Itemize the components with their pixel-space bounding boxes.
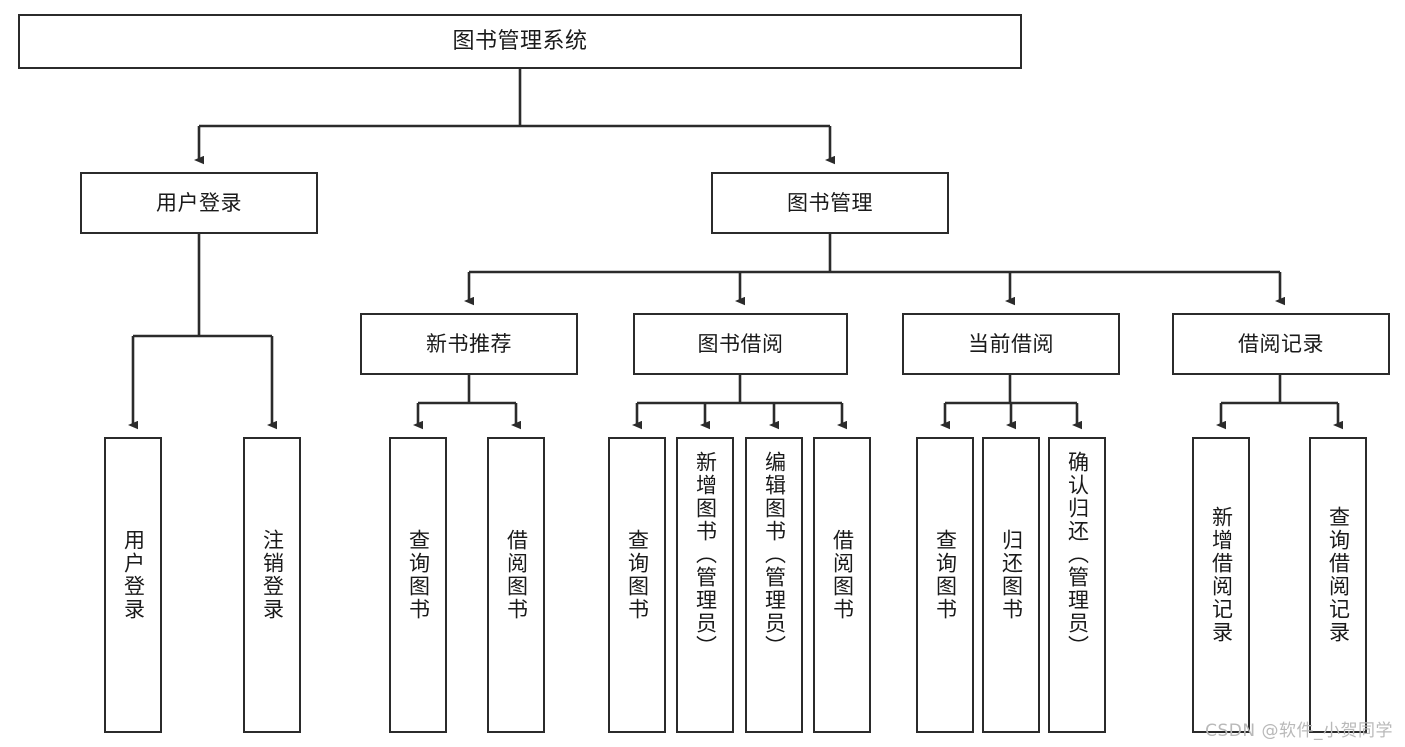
node-leaf-logout-label: 注销登录 [260,529,285,621]
node-leaf-edit-book[interactable]: 编辑图书（管理员） [745,437,803,733]
node-leaf-add-record[interactable]: 新增借阅记录 [1192,437,1250,733]
node-borrow-record-label: 借阅记录 [1238,331,1324,356]
node-book-manage-label: 图书管理 [787,190,873,215]
csdn-watermark: CSDN @软件_小贺同学 [1205,721,1393,741]
node-leaf-user-login-label: 用户登录 [121,529,146,621]
node-leaf-query-record-label: 查询借阅记录 [1326,506,1351,644]
node-leaf-query-book-3-label: 查询图书 [933,529,958,621]
node-book-manage[interactable]: 图书管理 [711,172,949,234]
node-user-login-label: 用户登录 [156,190,242,215]
node-leaf-edit-book-label: 编辑图书（管理员） [762,451,787,658]
node-leaf-query-book-3[interactable]: 查询图书 [916,437,974,733]
node-leaf-return-book-label: 归还图书 [999,529,1024,621]
node-leaf-logout[interactable]: 注销登录 [243,437,301,733]
node-leaf-return-book[interactable]: 归还图书 [982,437,1040,733]
node-leaf-add-record-label: 新增借阅记录 [1209,506,1234,644]
node-leaf-query-book-2[interactable]: 查询图书 [608,437,666,733]
node-user-login[interactable]: 用户登录 [80,172,318,234]
node-leaf-add-book[interactable]: 新增图书（管理员） [676,437,734,733]
node-leaf-query-record[interactable]: 查询借阅记录 [1309,437,1367,733]
node-leaf-add-book-label: 新增图书（管理员） [693,451,718,658]
node-root-label: 图书管理系统 [452,28,588,54]
node-root[interactable]: 图书管理系统 [18,14,1022,69]
node-borrow-record[interactable]: 借阅记录 [1172,313,1390,375]
node-new-book-rec[interactable]: 新书推荐 [360,313,578,375]
node-new-book-rec-label: 新书推荐 [426,331,512,356]
node-leaf-confirm-return[interactable]: 确认归还（管理员） [1048,437,1106,733]
node-current-borrow[interactable]: 当前借阅 [902,313,1120,375]
node-current-borrow-label: 当前借阅 [968,331,1054,356]
node-book-borrow[interactable]: 图书借阅 [633,313,848,375]
node-leaf-confirm-return-label: 确认归还（管理员） [1065,451,1090,658]
node-leaf-borrow-book-1[interactable]: 借阅图书 [487,437,545,733]
node-leaf-borrow-book-2-label: 借阅图书 [830,529,855,621]
node-leaf-borrow-book-2[interactable]: 借阅图书 [813,437,871,733]
node-leaf-user-login[interactable]: 用户登录 [104,437,162,733]
node-leaf-query-book-1-label: 查询图书 [406,529,431,621]
node-leaf-query-book-1[interactable]: 查询图书 [389,437,447,733]
node-leaf-query-book-2-label: 查询图书 [625,529,650,621]
node-leaf-borrow-book-1-label: 借阅图书 [504,529,529,621]
node-book-borrow-label: 图书借阅 [697,331,784,356]
